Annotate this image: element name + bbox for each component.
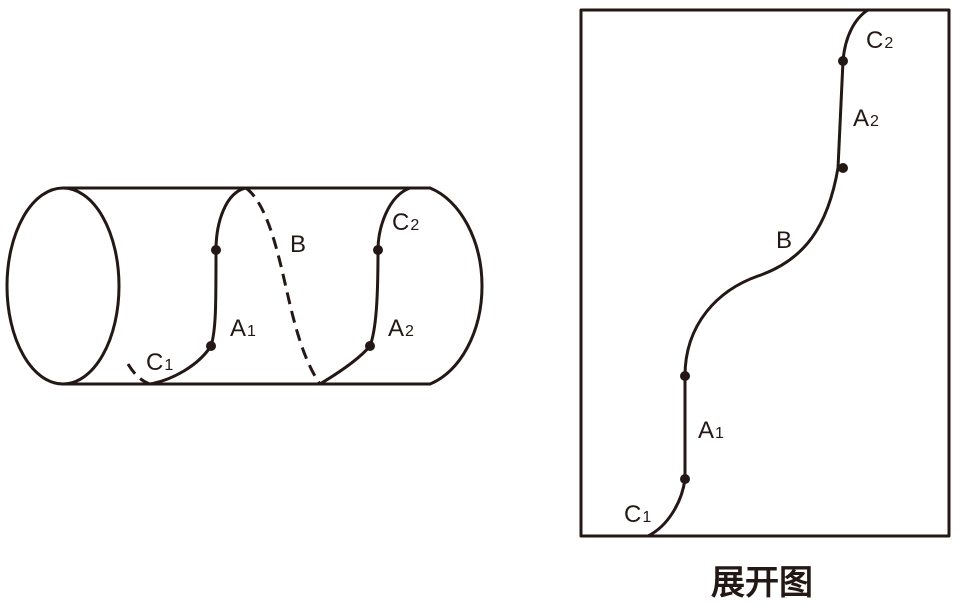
unrolled-label-b: B [776,227,792,254]
cylinder-figure: B A1 A2 C1 C2 [5,186,484,386]
unrolled-point-a1-lower [680,474,690,484]
unrolled-caption: 展开图 [711,563,813,603]
unrolled-point-a2-lower [838,163,848,173]
cylinder-label-c2: C2 [392,209,419,236]
unrolled-label-a1: A1 [698,417,724,444]
helix-front-segment-1 [148,186,248,386]
cylinder-point-a2 [365,341,375,351]
unrolled-label-c2: C2 [866,27,893,54]
unrolled-point-a1-upper [680,371,690,381]
cylinder-label-b: B [290,231,306,258]
cylinder-label-a2: A2 [388,315,414,342]
unrolled-helix-line [646,8,870,538]
cylinder-left-end [5,186,121,386]
helix-hidden-start [126,363,151,386]
unrolled-figure: B A1 A2 C1 C2 展开图 [579,8,951,603]
cylinder-right-end [428,186,484,386]
cylinder-label-c1: C1 [146,349,173,376]
helix-front-segment-2 [318,186,412,386]
unrolled-label-a2: A2 [853,105,879,132]
cylinder-label-a1: A1 [230,315,256,342]
unrolled-rectangle [579,8,951,538]
cylinder-point-upper [211,245,221,255]
unrolled-point-a2-upper [838,56,848,66]
cylinder-point-c2 [373,245,383,255]
helix-hidden-back-segment [245,186,322,385]
unrolled-label-c1: C1 [624,501,651,528]
cylinder-point-a1 [206,341,216,351]
